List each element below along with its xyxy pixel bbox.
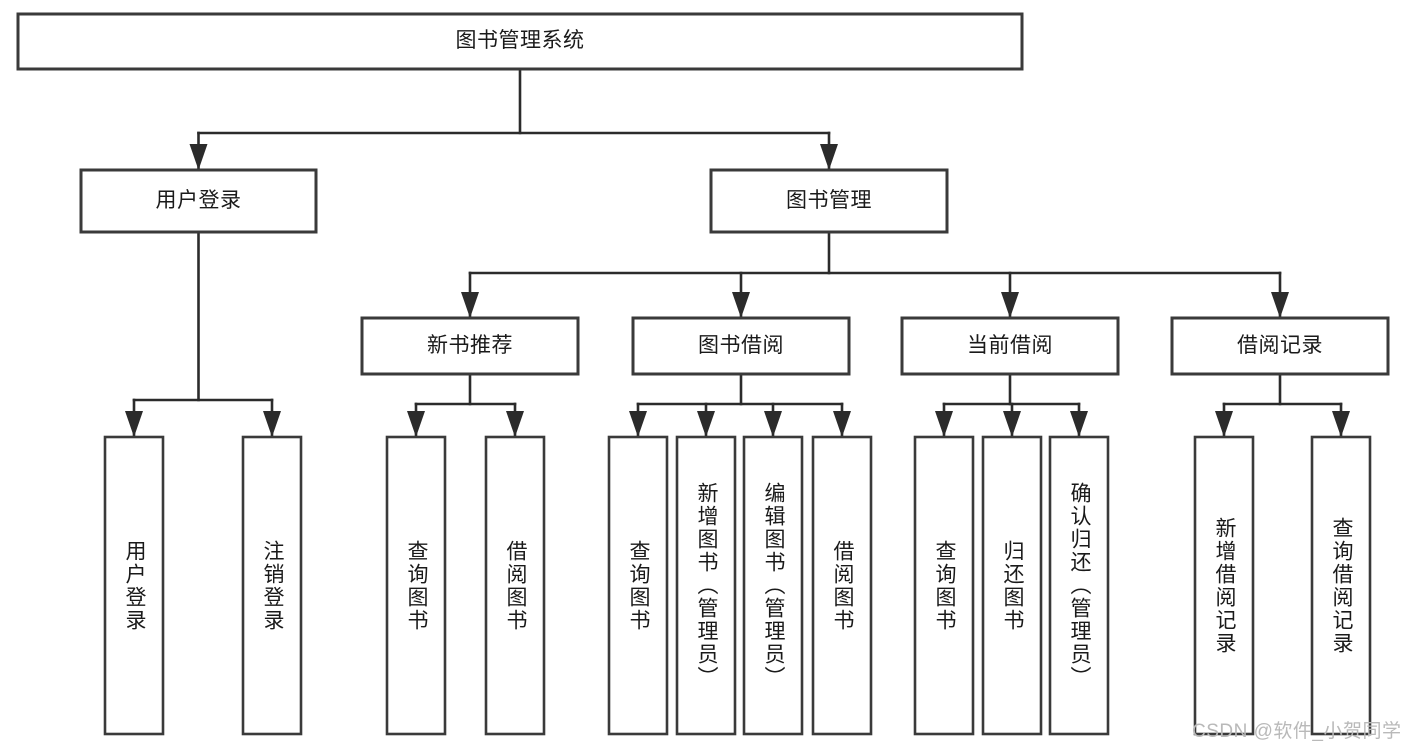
node-box-leaf-borrow-book-2[interactable]: [811, 435, 873, 736]
arrowhead-icon-user-login: [189, 144, 208, 170]
arrowhead-icon-leaf-logout: [263, 411, 281, 437]
node-box-leaf-edit-book[interactable]: [742, 435, 804, 736]
node-box-leaf-add-book[interactable]: [675, 435, 737, 736]
node-box-new-book-recommend[interactable]: [360, 316, 580, 376]
arrowhead-icon-new-book-recommend: [461, 292, 479, 318]
node-box-user-login[interactable]: [79, 168, 318, 234]
connector-layer: [125, 67, 1350, 439]
node-box-current-borrow[interactable]: [900, 316, 1120, 376]
arrowhead-icon-leaf-user-login: [125, 411, 143, 437]
node-box-leaf-add-record[interactable]: [1193, 435, 1255, 736]
node-box-leaf-borrow-book-1[interactable]: [484, 435, 546, 736]
node-box-leaf-query-book-3[interactable]: [913, 435, 975, 736]
arrowhead-icon-borrow-record: [1271, 292, 1289, 318]
arrowhead-icon-leaf-add-record: [1215, 411, 1233, 437]
node-box-root[interactable]: [16, 12, 1024, 71]
node-box-leaf-query-book-1[interactable]: [385, 435, 447, 736]
node-box-leaf-confirm-return[interactable]: [1048, 435, 1110, 736]
watermark: CSDN @软件_小贺同学: [1192, 721, 1402, 742]
arrowhead-icon-leaf-add-book: [697, 411, 715, 437]
node-box-leaf-query-record[interactable]: [1310, 435, 1372, 736]
arrowhead-icon-leaf-query-record: [1332, 411, 1350, 437]
arrowhead-icon-book-manage: [820, 144, 838, 170]
arrowhead-icon-leaf-borrow-book-1: [506, 411, 524, 437]
node-box-book-borrow[interactable]: [631, 316, 851, 376]
arrowhead-icon-book-borrow: [732, 292, 750, 318]
node-box-leaf-user-login[interactable]: [103, 435, 165, 736]
arrowhead-icon-leaf-query-book-2: [629, 411, 647, 437]
arrowhead-icon-leaf-borrow-book-2: [833, 411, 851, 437]
node-box-book-manage[interactable]: [709, 168, 949, 234]
arrowhead-icon-leaf-return-book: [1003, 411, 1021, 437]
node-box-leaf-query-book-2[interactable]: [607, 435, 669, 736]
arrowhead-icon-leaf-confirm-return: [1070, 411, 1088, 437]
box-layer: [16, 12, 1390, 736]
node-box-leaf-logout[interactable]: [241, 435, 303, 736]
node-box-borrow-record[interactable]: [1170, 316, 1390, 376]
arrowhead-icon-leaf-query-book-3: [935, 411, 953, 437]
arrowhead-icon-current-borrow: [1001, 292, 1019, 318]
arrowhead-icon-leaf-edit-book: [764, 411, 782, 437]
node-box-leaf-return-book[interactable]: [981, 435, 1043, 736]
arrowhead-icon-leaf-query-book-1: [407, 411, 425, 437]
